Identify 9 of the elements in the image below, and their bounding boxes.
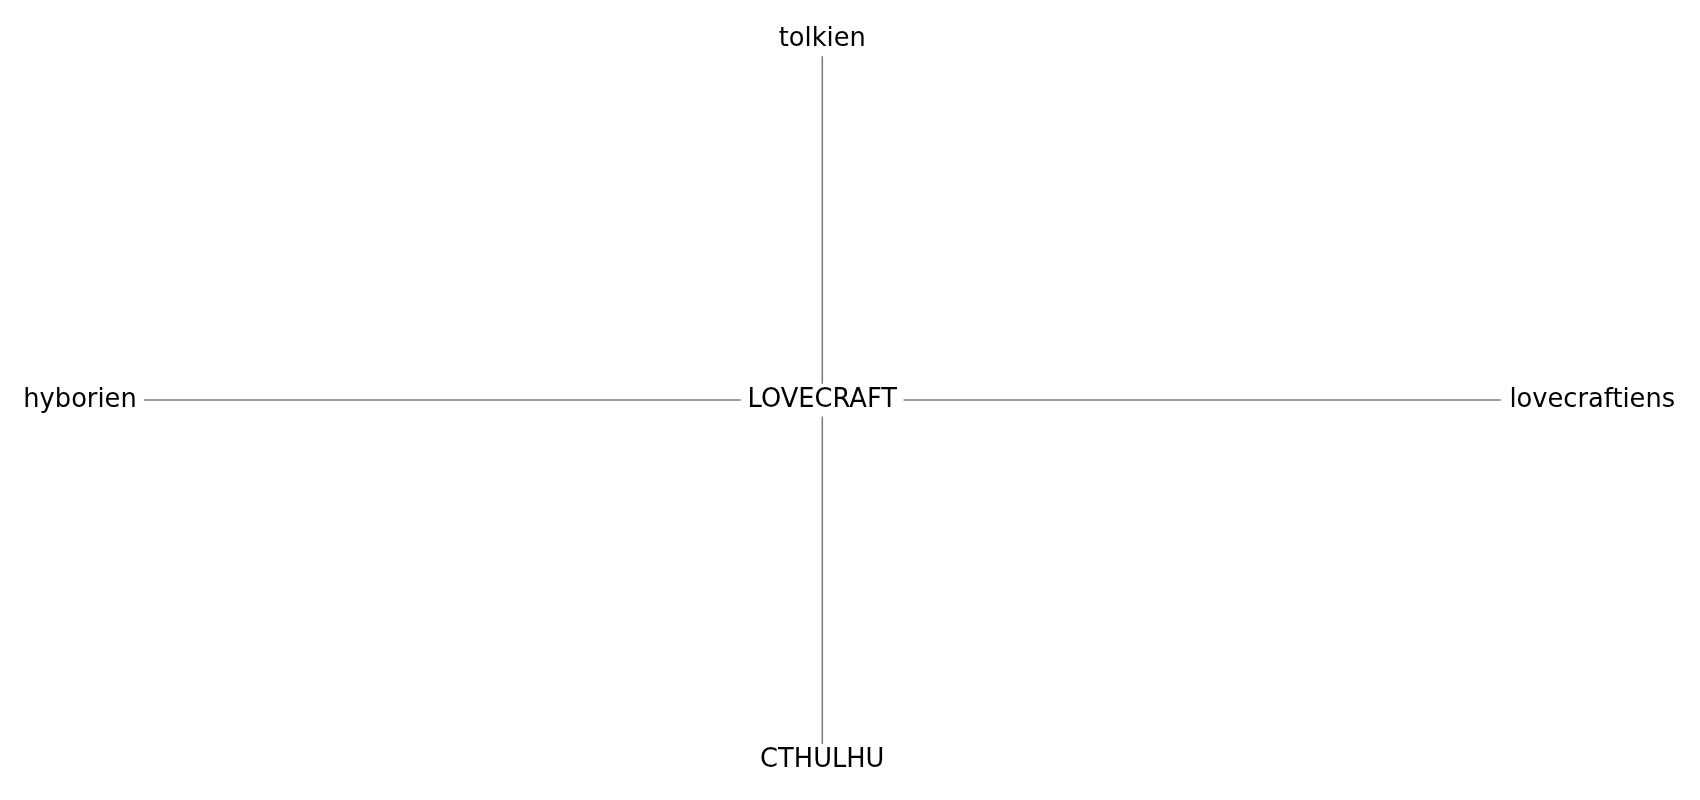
connector [902, 399, 1502, 401]
node-text: tolkien [778, 22, 866, 53]
node-text: CTHULHU [760, 742, 885, 773]
node-text: lovecraftiens [1509, 382, 1676, 413]
connector [821, 415, 824, 745]
connector [143, 399, 742, 401]
node-text: LOVECRAFT [747, 382, 898, 413]
connector [821, 55, 824, 385]
node-text: hyborien [23, 382, 137, 413]
